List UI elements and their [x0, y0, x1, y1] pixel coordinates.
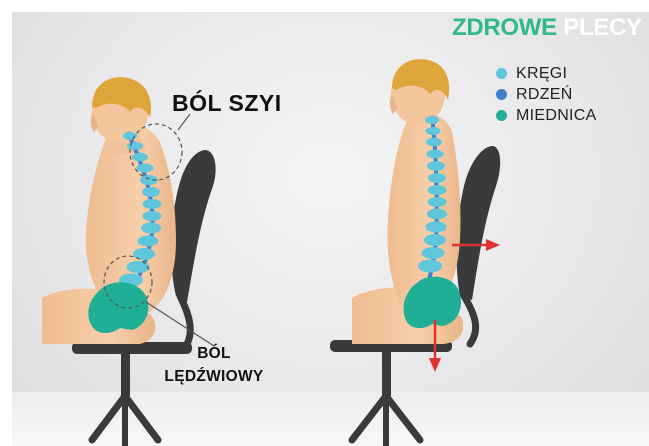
vertebrae-swatch: [496, 68, 507, 79]
right-head: [390, 59, 449, 125]
right-chair-back: [457, 146, 501, 300]
legend-item-vertebrae: KRĘGI: [496, 63, 597, 84]
lumbar-pain-label: BÓL LĘDŹWIOWY: [150, 342, 278, 388]
right-chair-base: [330, 340, 452, 446]
legend-item-spinal-cord: RDZEŃ: [496, 84, 597, 105]
brand-title-part2: PLECY: [563, 14, 642, 41]
legend: KRĘGI RDZEŃ MIEDNICA: [496, 63, 597, 126]
legend-label: MIEDNICA: [516, 107, 597, 125]
legend-item-pelvis: MIEDNICA: [496, 105, 597, 126]
pelvis-swatch: [496, 110, 507, 121]
spinal-cord-swatch: [496, 89, 507, 100]
legend-label: KRĘGI: [516, 65, 567, 83]
legend-label: RDZEŃ: [516, 86, 573, 104]
brand-title-part1: ZDROWE: [452, 14, 557, 41]
lumbar-pain-line2: LĘDŹWIOWY: [150, 365, 278, 388]
right-torso: [388, 114, 461, 304]
left-chair-back: [171, 150, 216, 302]
good-posture-figure: [330, 59, 500, 446]
bad-posture-figure: [42, 77, 216, 446]
neck-pain-label: BÓL SZYI: [172, 90, 282, 117]
lumbar-pain-line1: BÓL: [150, 342, 278, 365]
brand-title: ZDROWE PLECY: [452, 14, 642, 42]
